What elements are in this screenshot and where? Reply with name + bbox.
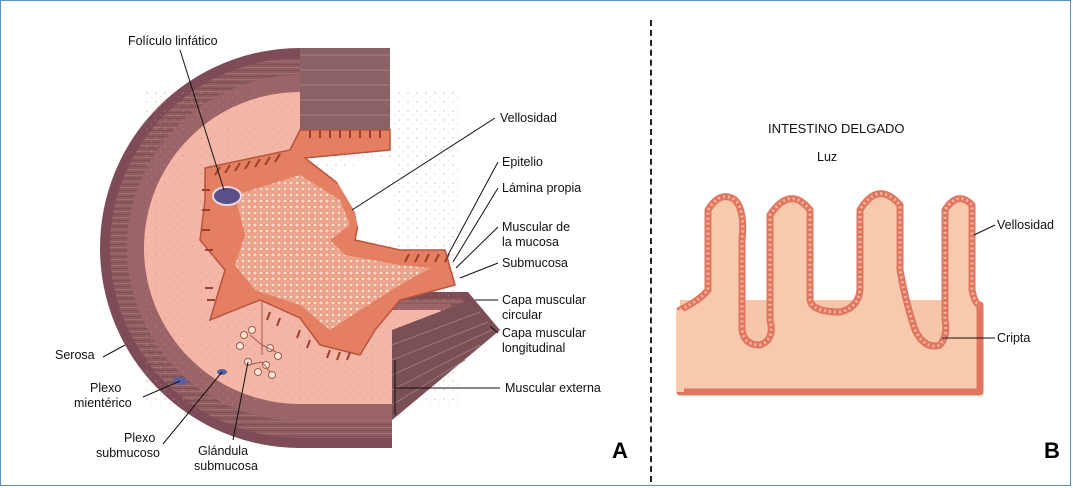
label-capa-circular-2: circular xyxy=(502,308,542,323)
label-vellosidad-a: Vellosidad xyxy=(500,111,557,126)
label-muscular-mucosa-1: Muscular de xyxy=(502,220,570,235)
label-luz: Luz xyxy=(817,150,837,165)
label-submucosa: Submucosa xyxy=(502,256,568,271)
label-muscular-mucosa-2: la mucosa xyxy=(502,235,559,250)
villi-outline xyxy=(680,194,980,392)
label-glandula-2: submucosa xyxy=(194,459,258,474)
panel-letter-b: B xyxy=(1044,438,1060,464)
label-capa-longitudinal-2: longitudinal xyxy=(502,341,565,356)
label-vellosidad-b: Vellosidad xyxy=(997,218,1054,233)
label-epitelio: Epitelio xyxy=(502,155,543,170)
label-intestino-delgado: INTESTINO DELGADO xyxy=(768,121,905,136)
label-serosa: Serosa xyxy=(55,348,95,363)
label-plexo-mienterico-1: Plexo xyxy=(90,381,121,396)
label-cripta: Cripta xyxy=(997,331,1030,346)
panel-letter-a: A xyxy=(612,438,628,464)
label-capa-longitudinal-1: Capa muscular xyxy=(502,326,586,341)
label-plexo-mienterico-2: mientérico xyxy=(74,396,132,411)
label-lamina-propia: Lámina propia xyxy=(502,181,581,196)
label-muscular-externa: Muscular externa xyxy=(505,381,601,396)
lymphatic-follicle xyxy=(213,187,241,205)
label-plexo-submucoso-1: Plexo xyxy=(124,431,155,446)
villi-diagram xyxy=(680,194,980,392)
label-glandula-1: Glándula xyxy=(198,444,248,459)
label-capa-circular-1: Capa muscular xyxy=(502,293,586,308)
label-plexo-submucoso-2: submucoso xyxy=(96,446,160,461)
label-foliculo-linfatico: Folículo linfático xyxy=(128,34,218,49)
panel-divider xyxy=(650,20,652,482)
